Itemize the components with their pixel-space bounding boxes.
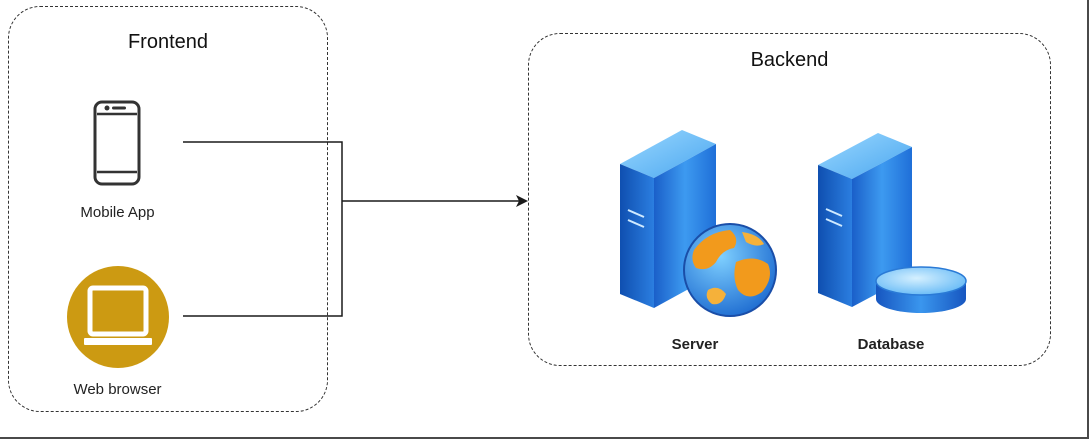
server-label: Server (671, 336, 719, 353)
web-browser-label: Web browser (73, 381, 162, 398)
monitor-icon (67, 266, 169, 368)
mobile-app-label: Mobile App (80, 204, 155, 221)
backend-group (528, 33, 1051, 366)
frontend-title: Frontend (127, 31, 209, 53)
mobile-phone-icon (93, 100, 141, 186)
server-globe-icon (620, 130, 777, 317)
server-database-icon (818, 133, 967, 313)
arrow-head-icon (516, 195, 528, 207)
frontend-group (8, 6, 328, 412)
backend-title: Backend (750, 49, 829, 71)
database-label: Database (857, 336, 925, 353)
